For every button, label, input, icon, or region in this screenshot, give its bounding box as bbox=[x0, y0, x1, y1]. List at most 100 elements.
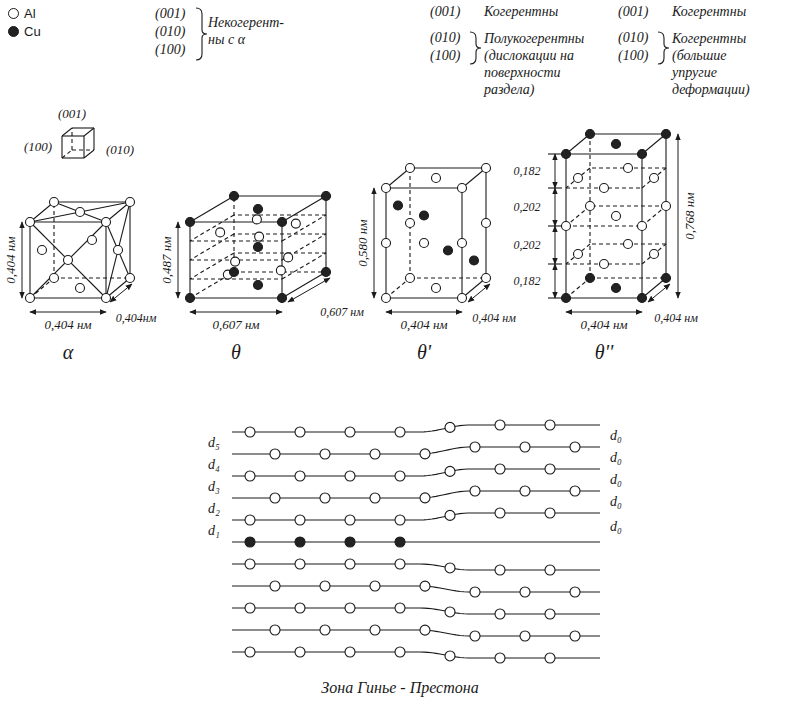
cell-edge bbox=[84, 150, 94, 158]
cell-edge bbox=[30, 221, 106, 222]
legend-entry: Cu bbox=[8, 24, 41, 39]
cu-atom bbox=[470, 256, 479, 265]
al-atom bbox=[482, 219, 491, 228]
layer-plane bbox=[642, 244, 666, 264]
al-atom bbox=[470, 486, 480, 496]
cu-atom bbox=[345, 537, 355, 547]
layer-plane bbox=[190, 240, 282, 241]
spacing-label: d₀ bbox=[610, 472, 622, 489]
al-atom bbox=[395, 427, 405, 437]
diagram-label: 0,607 нм bbox=[212, 317, 259, 333]
al-atom bbox=[295, 471, 305, 481]
al-atom bbox=[470, 587, 480, 597]
al-atom bbox=[624, 163, 633, 172]
cell-edge bbox=[93, 128, 94, 150]
al-atom bbox=[126, 198, 135, 207]
al-atom bbox=[382, 294, 391, 303]
spacing-label: d₂ bbox=[208, 501, 220, 518]
al-atom bbox=[38, 246, 47, 255]
al-atom bbox=[545, 420, 555, 430]
al-atom bbox=[295, 603, 305, 613]
dimension-line bbox=[468, 284, 490, 302]
al-atom bbox=[245, 603, 255, 613]
al-atom bbox=[420, 239, 429, 248]
al-atom bbox=[570, 631, 580, 641]
diagram-label: α bbox=[63, 340, 74, 364]
diagram-label: (100) bbox=[430, 48, 460, 65]
diagram-label: (010) bbox=[618, 30, 648, 47]
face-diagonal bbox=[54, 202, 106, 222]
al-atom bbox=[458, 294, 467, 303]
cu-atom bbox=[322, 192, 331, 201]
al-atom bbox=[76, 208, 85, 217]
al-atom bbox=[482, 164, 491, 173]
al-atom bbox=[88, 236, 97, 245]
layer-plane bbox=[566, 168, 590, 188]
diagram-label: 0,182 bbox=[514, 274, 541, 288]
cell-edge bbox=[190, 297, 282, 298]
layer-plane bbox=[234, 233, 326, 234]
al-atom bbox=[276, 266, 285, 275]
al-atom bbox=[445, 651, 455, 661]
al-atom bbox=[345, 515, 355, 525]
diagram-label: (001) bbox=[58, 106, 86, 122]
al-atom bbox=[482, 274, 491, 283]
diagram-label: 0,404нм bbox=[116, 311, 157, 325]
al-atom bbox=[545, 508, 555, 518]
al-atom bbox=[662, 202, 671, 211]
al-atom bbox=[445, 422, 455, 432]
cu-atom bbox=[230, 268, 239, 277]
al-atom bbox=[495, 420, 505, 430]
diagram-label: 0,182 bbox=[514, 164, 541, 178]
cell-edge bbox=[72, 149, 94, 150]
cu-atom bbox=[394, 201, 403, 210]
cell-edge bbox=[71, 128, 72, 150]
cell-edge bbox=[234, 195, 326, 196]
diagram-label: 0,768 нм bbox=[682, 192, 698, 239]
cell-edge bbox=[190, 196, 234, 222]
cell-edge bbox=[30, 297, 106, 298]
cu-atom bbox=[186, 294, 195, 303]
cell-edge bbox=[53, 202, 54, 278]
dimension-line bbox=[288, 278, 330, 302]
al-atom bbox=[345, 603, 355, 613]
al-atom bbox=[545, 609, 555, 619]
layer-plane bbox=[190, 278, 282, 279]
diagram-label: (100) bbox=[155, 42, 185, 59]
al-atom bbox=[370, 625, 380, 635]
cell-edge bbox=[410, 167, 486, 168]
cu-atom bbox=[638, 294, 647, 303]
diagram-label: (010) bbox=[106, 142, 134, 158]
al-atom bbox=[270, 493, 280, 503]
cell-edge bbox=[72, 127, 94, 128]
diagram-label: Полукогерентны (дислокации на поверхност… bbox=[484, 30, 602, 98]
al-atom bbox=[295, 559, 305, 569]
al-atom bbox=[345, 471, 355, 481]
spacing-label: d₁ bbox=[208, 523, 220, 540]
al-atom bbox=[102, 218, 111, 227]
al-atom bbox=[445, 607, 455, 617]
spacing-label: d₀ bbox=[610, 519, 622, 536]
lattice-plane bbox=[232, 630, 600, 636]
cell-edge bbox=[54, 277, 130, 278]
al-atom bbox=[231, 257, 240, 266]
al-atom bbox=[545, 464, 555, 474]
al-atom bbox=[445, 563, 455, 573]
diagram-label: (010) bbox=[155, 24, 185, 41]
al-atom bbox=[320, 493, 330, 503]
cu-atom bbox=[612, 284, 621, 293]
cu-atom bbox=[420, 211, 429, 220]
diagram-label: Когерентны bbox=[672, 4, 746, 21]
spacing-label: d₅ bbox=[208, 435, 220, 452]
cu-atom bbox=[586, 274, 595, 283]
al-atom bbox=[50, 198, 59, 207]
layer-plane bbox=[282, 253, 326, 279]
al-atom bbox=[284, 253, 293, 262]
al-atom bbox=[650, 173, 659, 182]
dimension-line bbox=[566, 312, 642, 313]
al-atom bbox=[406, 219, 415, 228]
diagram-label: 0,404 нм bbox=[472, 311, 516, 325]
al-atom bbox=[216, 228, 225, 237]
legend-text: Cu bbox=[24, 24, 41, 39]
